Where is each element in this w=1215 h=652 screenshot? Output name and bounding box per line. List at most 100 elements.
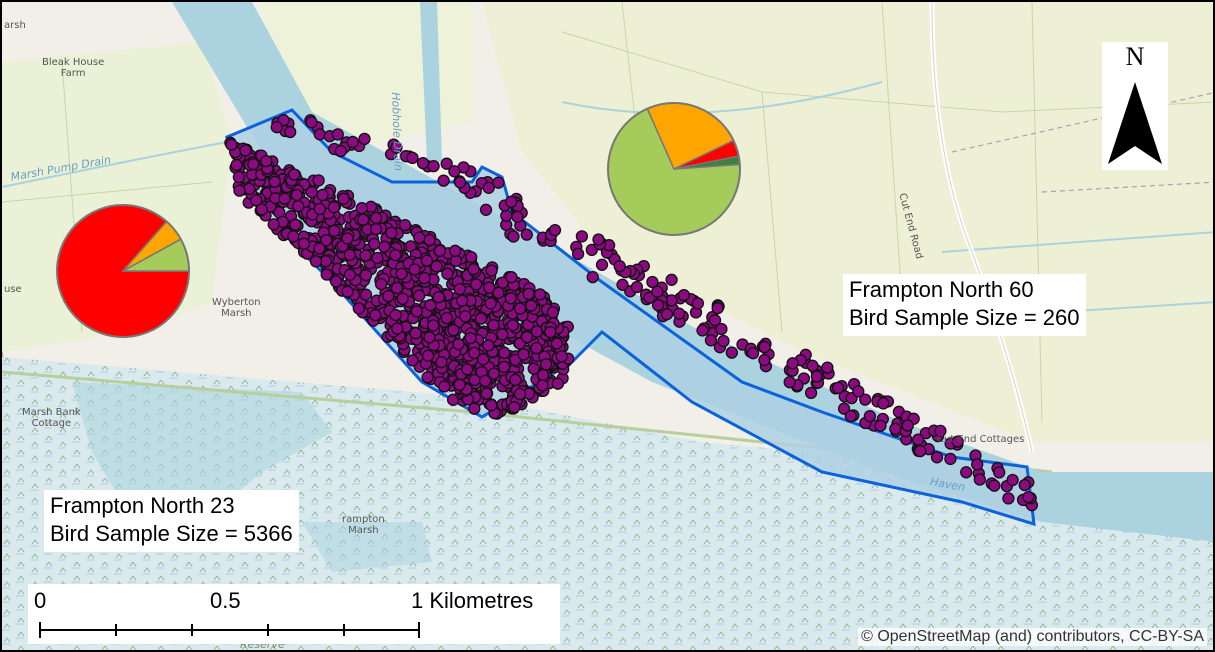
bird-fix-point: [889, 422, 902, 435]
bird-fix-point: [911, 433, 925, 446]
bird-fix-point: [320, 268, 333, 281]
bird-fix-point: [290, 188, 303, 202]
bird-fix-point: [313, 128, 326, 141]
bird-fix-point: [437, 174, 450, 187]
bird-fix-point: [496, 328, 509, 341]
bird-fix-point: [409, 327, 422, 340]
bird-fix-point: [715, 322, 728, 336]
place-arsh: arsh: [4, 20, 26, 31]
bird-fix-point: [485, 399, 498, 412]
site-sample-size: Bird Sample Size = 260: [849, 305, 1080, 330]
bird-fix-point: [480, 387, 493, 400]
bird-fix-point: [500, 209, 513, 222]
bird-fix-point: [287, 230, 300, 243]
bird-fix-point: [320, 234, 333, 247]
bird-fix-point: [944, 452, 957, 466]
bird-fix-point: [546, 306, 560, 319]
bird-fix-point: [446, 393, 460, 406]
bird-fix-point: [548, 223, 562, 237]
bird-fix-point: [665, 273, 678, 286]
bird-fix-point: [390, 141, 403, 154]
river-haven: [172, 2, 1213, 542]
bird-fix-point: [346, 135, 359, 149]
bird-fix-point: [385, 226, 398, 240]
bird-fix-point: [746, 347, 760, 360]
place-cut-end-cottages: Cut End Cottages: [937, 434, 1025, 445]
bird-fix-point: [447, 324, 460, 337]
bird-fix-point: [267, 218, 280, 231]
bird-fix-point: [305, 186, 318, 199]
bird-fix-point: [717, 334, 730, 348]
bird-fix-point: [260, 154, 273, 168]
bird-fix-point: [329, 275, 343, 288]
bird-fix-point: [525, 299, 538, 312]
bird-fix-point: [914, 444, 927, 458]
north-label: N: [1125, 42, 1145, 71]
bird-fixes: [224, 114, 1039, 512]
bird-fix-point: [427, 159, 440, 173]
bird-fix-point: [438, 380, 451, 393]
bird-fix-point: [844, 409, 857, 423]
bird-fix-point: [359, 288, 373, 301]
bird-fix-point: [292, 200, 305, 213]
bird-fix-point: [374, 278, 388, 291]
bird-fix-point: [464, 331, 477, 345]
bird-fix-point: [863, 409, 877, 423]
scale-label-end: 1 Kilometres: [411, 588, 534, 613]
bird-fix-point: [250, 194, 263, 207]
bird-fix-point: [485, 264, 498, 277]
bird-fix-point: [337, 192, 350, 205]
bird-fix-point: [586, 270, 599, 284]
field-boundaries: [2, 2, 1213, 423]
bird-fix-point: [408, 263, 421, 276]
bird-fix-point: [449, 244, 462, 257]
bird-fix-point: [536, 379, 549, 392]
bird-fix-point: [421, 349, 435, 362]
bird-fix-point: [507, 230, 520, 243]
bird-fix-point: [255, 203, 268, 216]
bird-fix-point: [758, 353, 771, 367]
bird-fix-point: [831, 381, 845, 395]
hobhole-drain: [420, 2, 442, 162]
site-label-frampton-north-60: Frampton North 60 Bird Sample Size = 260: [843, 274, 1086, 336]
bird-fix-point: [484, 297, 497, 310]
bird-fix-point: [420, 254, 434, 267]
bird-fix-point: [551, 377, 565, 390]
bird-fix-point: [677, 288, 691, 302]
bird-fix-point: [278, 192, 291, 205]
bird-fix-point: [651, 285, 664, 298]
bird-fix-point: [270, 121, 283, 134]
bird-fix-point: [988, 479, 1001, 492]
bird-fix-point: [474, 312, 488, 325]
bird-fix-point: [395, 267, 408, 280]
bird-fix-point: [440, 311, 453, 325]
bird-fix-point: [544, 325, 557, 339]
bird-fix-point: [449, 254, 463, 267]
bird-fix-point: [630, 280, 644, 294]
bird-fix-point: [358, 132, 371, 146]
bird-fix-point: [513, 387, 527, 401]
bird-fix-point: [934, 424, 947, 438]
bird-fix-point: [243, 182, 256, 195]
bird-fix-point: [725, 346, 738, 359]
scale-bar-line: [39, 622, 420, 638]
bird-fix-point: [691, 297, 705, 310]
bird-fix-point: [571, 247, 585, 261]
bird-fix-point: [971, 458, 984, 471]
bird-fix-point: [821, 361, 834, 374]
north-arrow-icon: [1108, 82, 1162, 164]
bird-fix-point: [313, 202, 326, 216]
bird-fix-point: [455, 294, 469, 307]
bird-fix-point: [378, 240, 391, 253]
bird-fix-point: [613, 260, 626, 273]
bird-fix-point: [513, 302, 527, 315]
bird-fix-point: [527, 362, 540, 375]
bird-fix-point: [390, 281, 404, 295]
bird-fix-point: [930, 451, 944, 464]
bird-fix-point: [452, 338, 465, 351]
bird-fix-point: [453, 176, 467, 189]
bird-fix-point: [470, 278, 483, 291]
